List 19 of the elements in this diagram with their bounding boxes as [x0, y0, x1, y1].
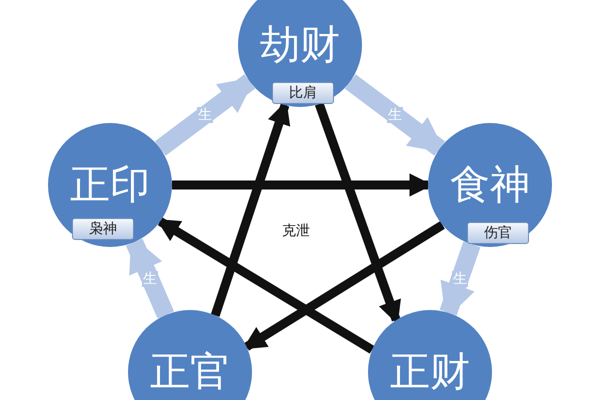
arrow [154, 74, 256, 156]
node-title: 正官 [150, 352, 230, 392]
name-tag: 伤官 [467, 222, 529, 244]
name-tag: 枭神 [72, 218, 134, 240]
node-title: 正印 [70, 165, 150, 205]
name-tag: 比肩 [272, 82, 334, 104]
center-label: 克泄 [282, 222, 310, 240]
arrow [242, 221, 445, 351]
node-title: 正财 [390, 352, 470, 392]
arrow [344, 74, 446, 156]
node-title: 劫财 [260, 25, 340, 65]
edge-label: 生 [197, 107, 213, 123]
edge-label: 生 [142, 270, 158, 286]
edge-label: 生 [452, 270, 468, 286]
arrow [314, 102, 401, 324]
arrow [126, 236, 174, 318]
node-title: 食神 [450, 165, 530, 205]
edge-label: 生 [387, 107, 403, 123]
arrow [156, 218, 374, 354]
